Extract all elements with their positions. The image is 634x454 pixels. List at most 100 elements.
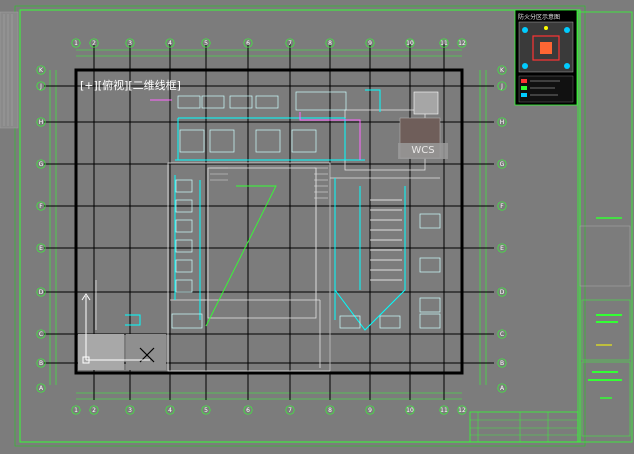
axis-bubble-left-J: J	[36, 81, 46, 91]
svg-text:B: B	[500, 360, 504, 367]
axis-bubble-top-5: 5	[201, 38, 211, 48]
svg-text:12: 12	[458, 407, 466, 414]
office-desks-top	[177, 91, 347, 153]
axis-bubble-top-2: 2	[89, 38, 99, 48]
svg-text:5: 5	[204, 407, 208, 414]
svg-text:C: C	[500, 331, 504, 338]
stair-core	[210, 167, 328, 199]
axis-bubble-top-8: 8	[325, 38, 335, 48]
desks-far-right	[339, 213, 441, 329]
axis-bubble-left-C: C	[36, 329, 46, 339]
axis-bubble-right-J: J	[497, 81, 507, 91]
interior-walls	[95, 109, 440, 372]
svg-text:2: 2	[92, 40, 96, 47]
axis-bubble-top-6: 6	[243, 38, 253, 48]
axis-bubble-right-H: H	[497, 117, 507, 127]
axis-bubble-bottom-10: 10	[405, 405, 415, 415]
svg-text:3: 3	[128, 407, 132, 414]
axis-bubble-bottom-9: 9	[365, 405, 375, 415]
svg-text:9: 9	[368, 407, 372, 414]
axis-bubble-top-3: 3	[125, 38, 135, 48]
axis-bubble-top-7: 7	[285, 38, 295, 48]
axis-bubble-right-K: K	[497, 65, 507, 75]
axis-bubble-left-E: E	[36, 243, 46, 253]
svg-text:11: 11	[440, 40, 448, 47]
axis-bubble-right-C: C	[497, 329, 507, 339]
svg-text:K: K	[39, 67, 44, 74]
axis-bubble-bottom-3: 3	[125, 405, 135, 415]
svg-text:4: 4	[168, 407, 172, 414]
svg-text:6: 6	[246, 407, 250, 414]
svg-text:8: 8	[328, 40, 332, 47]
axis-bubble-top-1: 1	[71, 38, 81, 48]
axis-bubble-bottom-4: 4	[165, 405, 175, 415]
svg-text:D: D	[39, 289, 44, 296]
axis-bubble-left-G: G	[36, 159, 46, 169]
cyan-cable-routes	[125, 89, 406, 331]
svg-text:D: D	[500, 289, 505, 296]
svg-text:10: 10	[406, 40, 414, 47]
svg-text:4: 4	[168, 40, 172, 47]
svg-text:B: B	[39, 360, 43, 367]
axis-bubble-right-A: A	[497, 383, 507, 393]
svg-text:3: 3	[128, 40, 132, 47]
axis-bubble-right-B: B	[497, 358, 507, 368]
axis-bubble-left-A: A	[36, 383, 46, 393]
svg-text:5: 5	[204, 40, 208, 47]
svg-text:F: F	[39, 203, 43, 210]
axis-bubble-bottom-6: 6	[243, 405, 253, 415]
svg-text:C: C	[39, 331, 43, 338]
left-margin-lines	[3, 14, 13, 126]
axis-bubble-left-H: H	[36, 117, 46, 127]
svg-text:F: F	[500, 203, 504, 210]
left-axis-bubbles: K J H G F E D C B A	[36, 65, 46, 393]
svg-text:2: 2	[92, 407, 96, 414]
building-outline[interactable]	[74, 68, 464, 375]
svg-text:H: H	[39, 119, 44, 126]
svg-text:1: 1	[74, 40, 78, 47]
svg-text:E: E	[39, 245, 43, 252]
axis-bubble-bottom-11: 11	[439, 405, 449, 415]
svg-text:10: 10	[406, 407, 414, 414]
axis-bubble-bottom-12: 12	[457, 405, 467, 415]
office-desks-left	[171, 179, 203, 329]
svg-text:6: 6	[246, 40, 250, 47]
axis-bubble-top-10: 10	[405, 38, 415, 48]
title-block	[577, 11, 633, 443]
axis-bubble-right-G: G	[497, 159, 507, 169]
axis-bubble-right-F: F	[497, 201, 507, 211]
ucs-wcs-badge[interactable]: WCS	[398, 143, 448, 159]
right-axis-bubbles: K J H G F E D C B A	[497, 65, 507, 393]
left-margin-strip	[0, 11, 19, 129]
svg-text:J: J	[39, 83, 42, 90]
axis-bubble-bottom-7: 7	[285, 405, 295, 415]
svg-text:A: A	[39, 385, 44, 392]
axis-bubble-left-F: F	[36, 201, 46, 211]
seating-rows-right	[370, 199, 402, 281]
axis-bubble-left-B: B	[36, 358, 46, 368]
viewport-control-label[interactable]: [+][俯视][二维线框]	[80, 79, 181, 92]
bottom-info-table	[469, 411, 579, 443]
fire-zone-minimap[interactable]	[514, 9, 578, 106]
svg-text:E: E	[500, 245, 504, 252]
svg-text:J: J	[500, 83, 503, 90]
axis-bubble-right-E: E	[497, 243, 507, 253]
axis-bubble-bottom-1: 1	[71, 405, 81, 415]
axis-bubble-bottom-2: 2	[89, 405, 99, 415]
magenta-cable-routes	[150, 99, 361, 160]
axis-bubble-top-9: 9	[365, 38, 375, 48]
svg-text:9: 9	[368, 40, 372, 47]
svg-text:A: A	[500, 385, 505, 392]
electrical-room	[413, 91, 439, 115]
svg-text:G: G	[39, 161, 44, 168]
svg-text:11: 11	[440, 407, 448, 414]
svg-text:G: G	[500, 161, 505, 168]
axis-bubble-top-12: 12	[457, 38, 467, 48]
axis-bubble-left-D: D	[36, 287, 46, 297]
axis-bubble-top-11: 11	[439, 38, 449, 48]
green-conduit	[205, 185, 277, 327]
svg-text:7: 7	[288, 407, 292, 414]
